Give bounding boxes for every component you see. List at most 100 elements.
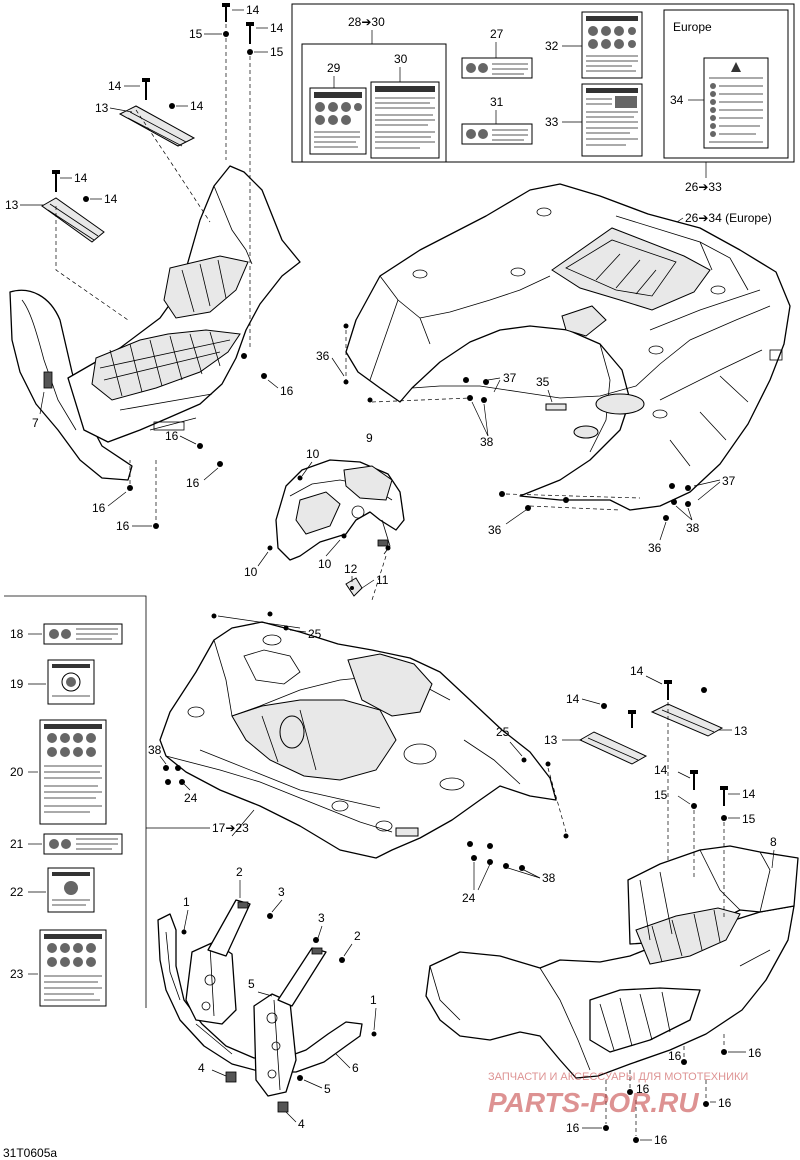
callout-14-k: 14 (742, 787, 756, 801)
callout-12: 12 (344, 562, 358, 576)
support-bracket (267, 459, 405, 597)
callout-31: 31 (490, 95, 504, 109)
callout-14-e: 14 (246, 3, 260, 17)
legend-item-20: 20 (10, 765, 24, 779)
fender-hardware-front: 36 37 38 36 37 38 36 (316, 323, 736, 555)
bolt-14-j (690, 770, 698, 790)
callout-5-a: 5 (248, 977, 255, 991)
inset-group-28-30: 28➔30 (348, 15, 385, 29)
callout-29: 29 (327, 61, 341, 75)
callout-15-d: 15 (742, 812, 756, 826)
rear-fender-hardware: 25 38 24 25 38 24 (148, 611, 569, 905)
callout-36-a: 36 (316, 349, 330, 363)
decal-33 (581, 83, 643, 157)
decal-32 (581, 11, 643, 79)
callout-33: 33 (545, 115, 559, 129)
callout-24-a: 24 (184, 791, 198, 805)
diagram-code: 31T0605a (3, 1146, 57, 1160)
range-26-33: 26➔33 (685, 180, 722, 194)
callout-25-b: 25 (496, 725, 510, 739)
callout-10-a: 10 (306, 447, 320, 461)
bolt-14-f (246, 22, 254, 44)
callout-14-d: 14 (104, 192, 118, 206)
callout-37-a: 37 (503, 371, 517, 385)
decal-inset: 28➔30 Europe 29 30 27 (291, 3, 795, 233)
callout-16-e: 16 (116, 519, 130, 533)
callout-38-a: 38 (480, 435, 494, 449)
footpeg-grip-13-lower (41, 197, 129, 321)
callout-16-c: 16 (186, 476, 200, 490)
callout-16-g: 16 (668, 1049, 682, 1063)
bolt-14-c (52, 170, 60, 192)
rear-rack-supports (157, 899, 363, 1097)
bolt-14-i (664, 680, 672, 700)
bolt-14-e (222, 3, 230, 22)
callout-15-a: 15 (189, 27, 203, 41)
callout-6: 6 (352, 1061, 359, 1075)
bolt-14-h (628, 710, 636, 728)
callout-27: 27 (490, 27, 504, 41)
callout-2-a: 2 (236, 865, 243, 879)
callout-16-d: 16 (92, 501, 106, 515)
decal-29 (309, 87, 367, 155)
callout-1-b: 1 (370, 993, 377, 1007)
callout-5-b: 5 (324, 1082, 331, 1096)
decal-19 (47, 659, 95, 705)
callout-13-a: 13 (95, 101, 109, 115)
legend-item-18: 18 (10, 627, 24, 641)
watermark: ЗАПЧАСТИ И АКСЕССУАРЫ ДЛЯ МОТОТЕХНИКИ PA… (488, 1071, 748, 1118)
footpeg-grip-13-upper (118, 105, 211, 223)
callout-16-f: 16 (748, 1046, 762, 1060)
decal-31 (461, 123, 533, 145)
range-26-34-europe: 26➔34 (Europe) (685, 211, 772, 225)
callout-14-j: 14 (654, 763, 668, 777)
callout-16-i: 16 (718, 1096, 732, 1110)
callout-14-g: 14 (566, 692, 580, 706)
decal-21 (43, 833, 123, 855)
footpeg-grip-13-right (578, 703, 724, 765)
decal-22 (47, 867, 95, 913)
fasteners-16-right (603, 1034, 727, 1143)
callout-16-b: 16 (165, 429, 179, 443)
callout-34: 34 (670, 93, 684, 107)
callout-32: 32 (545, 39, 559, 53)
rear-fender (159, 621, 557, 859)
legend-item-19: 19 (10, 677, 24, 691)
callout-16-a: 16 (280, 384, 294, 398)
legend-item-22: 22 (10, 885, 24, 899)
callout-11: 11 (376, 573, 389, 587)
callout-14-i: 14 (630, 664, 644, 678)
front-fender-9 (345, 183, 791, 511)
callout-10-b: 10 (244, 565, 258, 579)
decal-18 (43, 623, 123, 645)
callout-14-f: 14 (270, 21, 284, 35)
decal-27 (461, 57, 533, 79)
callout-25-a: 25 (308, 627, 322, 641)
callout-35: 35 (536, 375, 550, 389)
decal-34 (703, 57, 769, 149)
callout-13-b: 13 (5, 198, 19, 212)
decal-30 (370, 81, 440, 159)
callout-38-b: 38 (686, 521, 700, 535)
callout-36-b: 36 (488, 523, 502, 537)
callout-4-b: 4 (298, 1117, 305, 1131)
legend-item-23: 23 (10, 967, 24, 981)
callout-38-d: 38 (542, 871, 556, 885)
callout-30: 30 (394, 52, 408, 66)
callout-24-b: 24 (462, 891, 476, 905)
callout-14-a: 14 (108, 79, 122, 93)
callout-9: 9 (366, 431, 373, 445)
front-left-assembly: 13 14 14 13 14 14 14 15 14 15 (5, 3, 301, 533)
callout-7: 7 (32, 416, 39, 430)
callout-3-b: 3 (318, 911, 325, 925)
callout-3-a: 3 (278, 885, 285, 899)
callout-10-c: 10 (318, 557, 332, 571)
bolt-14-a (142, 78, 150, 100)
callout-2-b: 2 (354, 929, 361, 943)
callout-15-c: 15 (654, 788, 668, 802)
callout-37-b: 37 (722, 474, 736, 488)
callout-1-a: 1 (183, 895, 190, 909)
decal-20 (39, 719, 107, 825)
decal-legend-left: 17➔23 18 19 20 21 (4, 595, 255, 1008)
